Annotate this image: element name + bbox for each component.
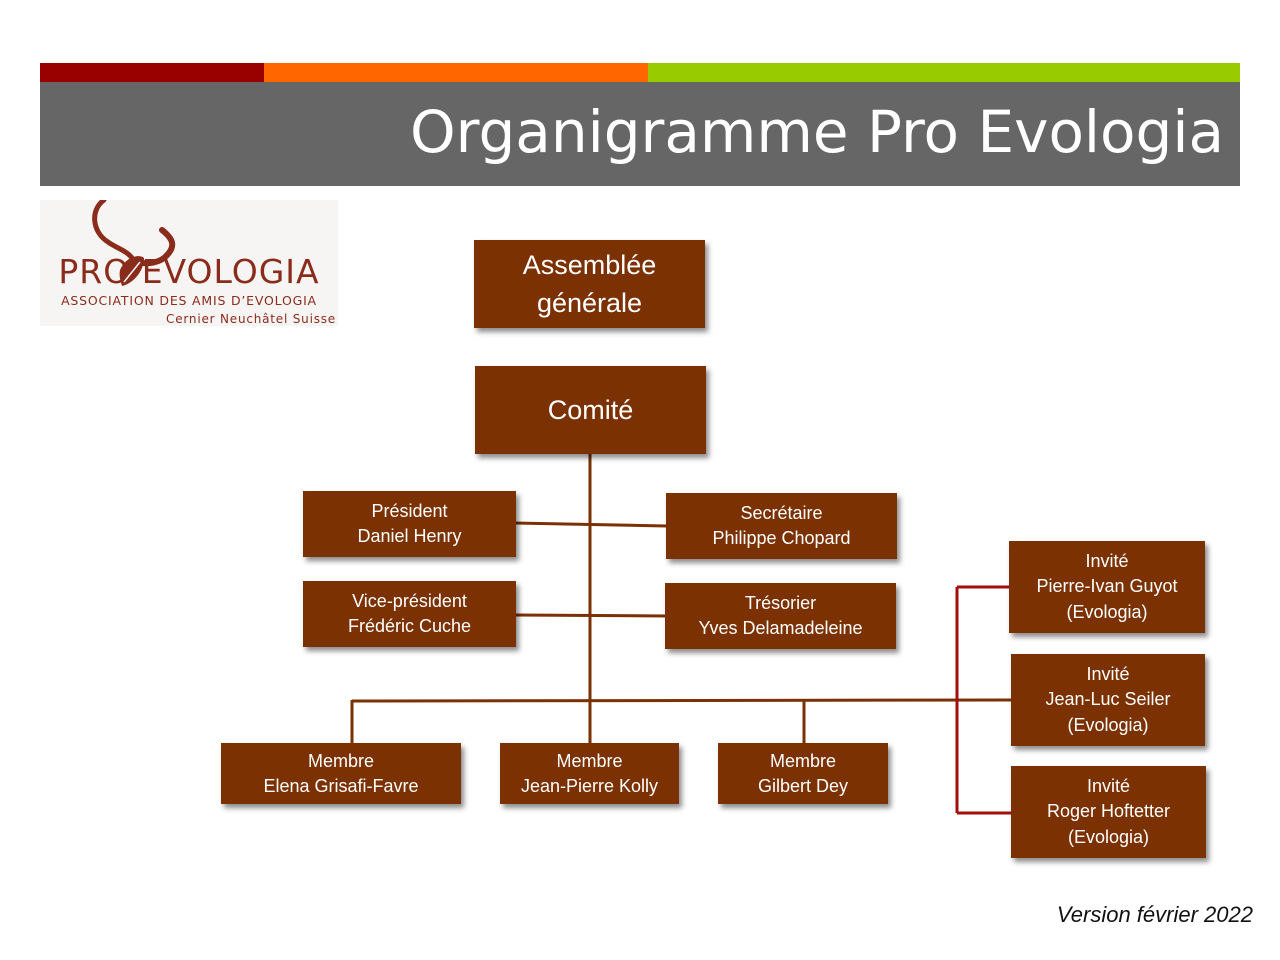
connector-president-secretaire: [513, 521, 668, 528]
invite-3-org: (Evologia): [1067, 826, 1150, 847]
tresorier-role: Trésorier: [744, 593, 817, 613]
box-tresorier: Trésorier Yves Delamadeleine: [665, 583, 896, 649]
assemblee-line2: générale: [536, 288, 643, 318]
pro-evologia-logo: PRO EVOLOGIA ASSOCIATION DES AMIS D’EVOL…: [40, 200, 338, 326]
invite-3-role: Invité: [1086, 775, 1131, 796]
membre-1-role: Membre: [307, 750, 374, 771]
box-membre-2: Membre Jean-Pierre Kolly: [500, 743, 679, 804]
box-secretaire: Secrétaire Philippe Chopard: [666, 493, 897, 559]
title-band: Organigramme Pro Evologia: [40, 82, 1240, 186]
box-invite-2: Invité Jean-Luc Seiler (Evologia): [1011, 654, 1205, 746]
invite-1-name: Pierre-Ivan Guyot: [1036, 576, 1178, 597]
logo-place: Cernier Neuchâtel Suisse: [166, 312, 336, 326]
invite-2-org: (Evologia): [1067, 714, 1149, 735]
box-membre-1: Membre Elena Grisafi-Favre: [221, 743, 461, 804]
invite-2-role: Invité: [1086, 663, 1130, 684]
vice-president-name: Frédéric Cuche: [347, 616, 472, 636]
invite-1-role: Invité: [1085, 550, 1129, 571]
box-assemblee-generale: Assemblée générale: [474, 240, 705, 328]
logo-subtitle: ASSOCIATION DES AMIS D’EVOLOGIA: [61, 293, 317, 308]
box-vice-president: Vice-président Frédéric Cuche: [303, 581, 516, 647]
connector-members-bar: [351, 698, 1012, 703]
membre-1-name: Elena Grisafi-Favre: [263, 775, 419, 796]
box-membre-3: Membre Gilbert Dey: [718, 743, 888, 804]
box-invite-3: Invité Roger Hoftetter (Evologia): [1011, 766, 1206, 858]
bull-horns-logo-icon: [92, 200, 176, 286]
tresorier-name: Yves Delamadeleine: [698, 618, 863, 638]
invite-3-name: Roger Hoftetter: [1046, 801, 1171, 822]
page-title: Organigramme Pro Evologia: [409, 98, 1224, 166]
box-president: Président Daniel Henry: [303, 491, 516, 557]
version-label: Version février 2022: [1056, 902, 1253, 927]
box-invite-1: Invité Pierre-Ivan Guyot (Evologia): [1009, 541, 1205, 633]
membre-2-role: Membre: [556, 750, 623, 771]
box-comite: Comité: [475, 366, 706, 454]
vice-president-role: Vice-président: [352, 591, 467, 611]
header-stripe-green: [648, 63, 1240, 82]
membre-3-name: Gilbert Dey: [757, 775, 849, 796]
comite-label: Comité: [547, 395, 634, 425]
secretaire-name: Philippe Chopard: [712, 528, 851, 548]
header-stripe-red: [40, 63, 264, 82]
president-role: Président: [371, 501, 448, 521]
membre-3-role: Membre: [769, 750, 836, 771]
president-name: Daniel Henry: [357, 526, 462, 546]
secretaire-role: Secrétaire: [740, 503, 823, 523]
membre-2-name: Jean-Pierre Kolly: [520, 775, 659, 796]
header-stripe-orange: [264, 63, 648, 82]
connector-vice-tresorier: [513, 613, 668, 618]
logo-name: PRO EVOLOGIA: [58, 252, 320, 291]
invite-1-org: (Evologia): [1066, 601, 1148, 622]
invite-2-name: Jean-Luc Seiler: [1045, 689, 1171, 710]
assemblee-line1: Assemblée: [522, 250, 657, 280]
